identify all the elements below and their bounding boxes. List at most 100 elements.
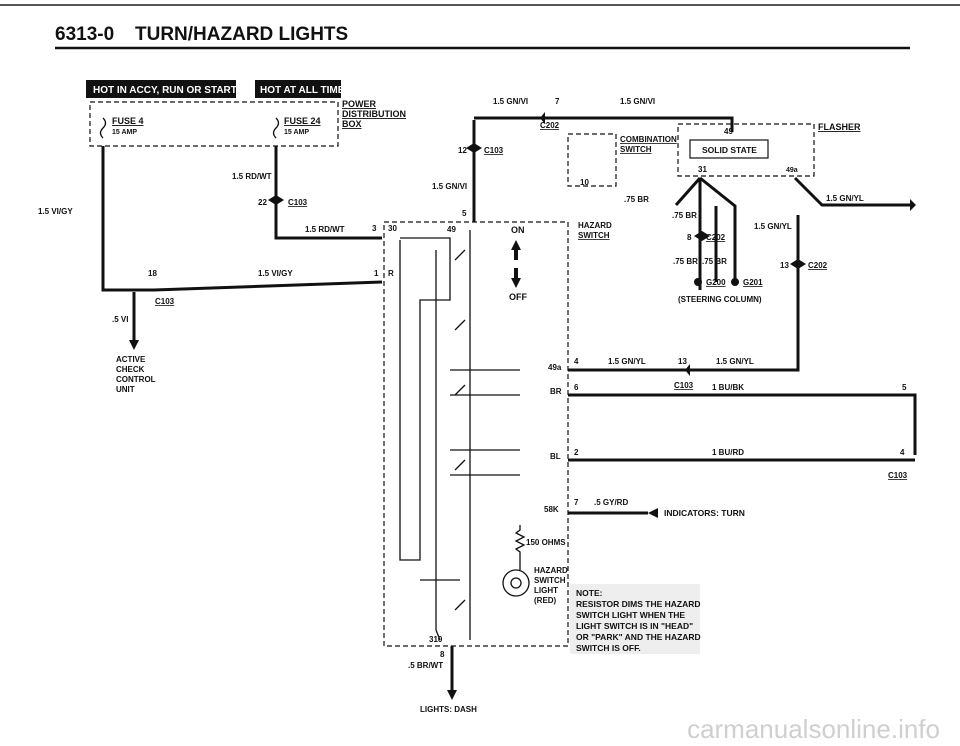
- combination-switch-box: [567, 133, 617, 187]
- pin-1: 1: [374, 269, 379, 278]
- fuse24-label: FUSE 24: [284, 116, 321, 126]
- hazard-switch-box: [383, 221, 569, 647]
- pin-31: 31: [698, 165, 707, 174]
- badge-accy-bg: [86, 80, 236, 98]
- steering-column: (STEERING COLUMN): [678, 295, 762, 304]
- ohms-label: 150 OHMS: [526, 538, 566, 547]
- page-code: 6313-0: [55, 24, 114, 45]
- pin-13: 13: [678, 357, 687, 366]
- wire-15gnyl-right: [568, 176, 910, 372]
- w-15gnyl-right: 1.5 GN/YL: [826, 194, 864, 203]
- pin-10: 10: [580, 178, 589, 187]
- indicator-arrow-icon: [648, 508, 658, 518]
- c202-right: C202: [808, 261, 828, 270]
- hazard-light-icon: [502, 569, 530, 597]
- c202-top: C202: [540, 121, 560, 130]
- c103-a: C103: [288, 198, 308, 207]
- pin-4: 4: [574, 357, 579, 366]
- lights-dash-arrow-icon: [447, 690, 457, 700]
- pin-8-bot: 8: [440, 650, 445, 659]
- flasher-box: [677, 123, 815, 177]
- w-15rdwt-a: 1.5 RD/WT: [232, 172, 272, 181]
- note-box: [570, 584, 700, 654]
- pin-30: 30: [388, 224, 397, 233]
- w-75br-4: .75 BR: [702, 257, 727, 266]
- fuse4-amp: 15 AMP: [112, 129, 137, 136]
- pin-6: 6: [574, 383, 579, 392]
- note-line-1: NOTE:: [576, 588, 603, 598]
- solid-state-box: [689, 139, 769, 159]
- page-title: TURN/HAZARD LIGHTS: [135, 24, 348, 45]
- c103-d: C103: [674, 381, 694, 390]
- badge-always: HOT AT ALL TIMES: [260, 85, 351, 96]
- hz-label-3: LIGHT: [534, 586, 558, 595]
- c103-b-symbol: [466, 143, 482, 153]
- note-line-4: LIGHT SWITCH IS IN "HEAD": [576, 621, 693, 631]
- pdb-label-2: DISTRIBUTION: [342, 109, 406, 119]
- w-5vi: .5 VI: [112, 315, 128, 324]
- haz-label-2: SWITCH: [578, 231, 610, 240]
- note-line-2: RESISTOR DIMS THE HAZARD: [576, 599, 701, 609]
- pin-310: 310: [429, 635, 443, 644]
- hz-label-1: HAZARD: [534, 566, 568, 575]
- wire-1bubk: [568, 393, 917, 455]
- pin-8: 8: [687, 233, 692, 242]
- c103-d-symbol: [685, 364, 690, 376]
- acc-label-4: UNIT: [116, 385, 135, 394]
- w-15gnyl-a: 1.5 GN/YL: [608, 357, 646, 366]
- haz-label-1: HAZARD: [578, 221, 612, 230]
- g200: G200: [706, 278, 726, 287]
- lights-dash: LIGHTS: DASH: [420, 705, 477, 714]
- wire-fuse4-left: [101, 146, 154, 292]
- acc-label-2: CHECK: [116, 365, 145, 374]
- note-line-3: SWITCH LIGHT WHEN THE: [576, 610, 685, 620]
- fuse24-symbol: [272, 117, 280, 139]
- on-label: ON: [511, 225, 525, 235]
- c103-e: C103: [888, 471, 908, 480]
- g201-ground-icon: [731, 278, 739, 286]
- pin-58k: 58K: [544, 505, 559, 514]
- arrow-down-icon: [511, 268, 521, 288]
- pin-4-right: 4: [900, 448, 905, 457]
- w-75br-1: .75 BR: [624, 195, 649, 204]
- indicators-turn: INDICATORS: TURN: [664, 508, 745, 518]
- w-75br-3: .75 BR: [673, 257, 698, 266]
- pin-49a-flasher: 49a: [786, 167, 798, 174]
- comb-label-2: SWITCH: [620, 145, 652, 154]
- note-line-5: OR "PARK" AND THE HAZARD: [576, 632, 701, 642]
- comb-label-1: COMBINATION: [620, 135, 677, 144]
- w-15rdwt-b: 1.5 RD/WT: [305, 225, 345, 234]
- pin-12: 12: [458, 146, 467, 155]
- c202-mid-symbol: [694, 231, 710, 241]
- w-15gnvi-mid: 1.5 GN/VI: [432, 182, 467, 191]
- w-5gyrd: .5 GY/RD: [594, 498, 628, 507]
- right-edge-arrow-icon: [910, 199, 916, 211]
- w-15vigy: 1.5 VI/GY: [258, 269, 293, 278]
- pdb-label-1: POWER: [342, 99, 377, 109]
- pin-18: 18: [148, 269, 157, 278]
- pin-5-right: 5: [902, 383, 907, 392]
- hz-label-2: SWITCH: [534, 576, 566, 585]
- solid-state: SOLID STATE: [702, 145, 757, 155]
- pin-5-top: 5: [462, 209, 467, 218]
- pin-22: 22: [258, 198, 267, 207]
- pin-49a-sw: 49a: [548, 363, 562, 372]
- c202-mid: C202: [706, 233, 726, 242]
- c103-b: C103: [484, 146, 504, 155]
- acc-label-3: CONTROL: [116, 375, 156, 384]
- fuse24-amp: 15 AMP: [284, 129, 309, 136]
- w-1bubk: 1 BU/BK: [712, 383, 744, 392]
- switch-contact-3: [454, 249, 466, 611]
- acc-label-1: ACTIVE: [116, 355, 146, 364]
- w-1burd: 1 BU/RD: [712, 448, 744, 457]
- w-15gnyl-b: 1.5 GN/YL: [716, 357, 754, 366]
- note-line-6: SWITCH IS OFF.: [576, 643, 641, 653]
- watermark: carmanualsonline.info: [687, 714, 940, 744]
- w-5brwt: .5 BR/WT: [408, 661, 443, 670]
- w-15gnyl-mid: 1.5 GN/YL: [754, 222, 792, 231]
- badge-always-bg: [255, 80, 341, 98]
- fuse4-symbol: [99, 117, 107, 139]
- arrow-up-icon: [511, 240, 521, 260]
- resistor-symbol: [514, 525, 526, 570]
